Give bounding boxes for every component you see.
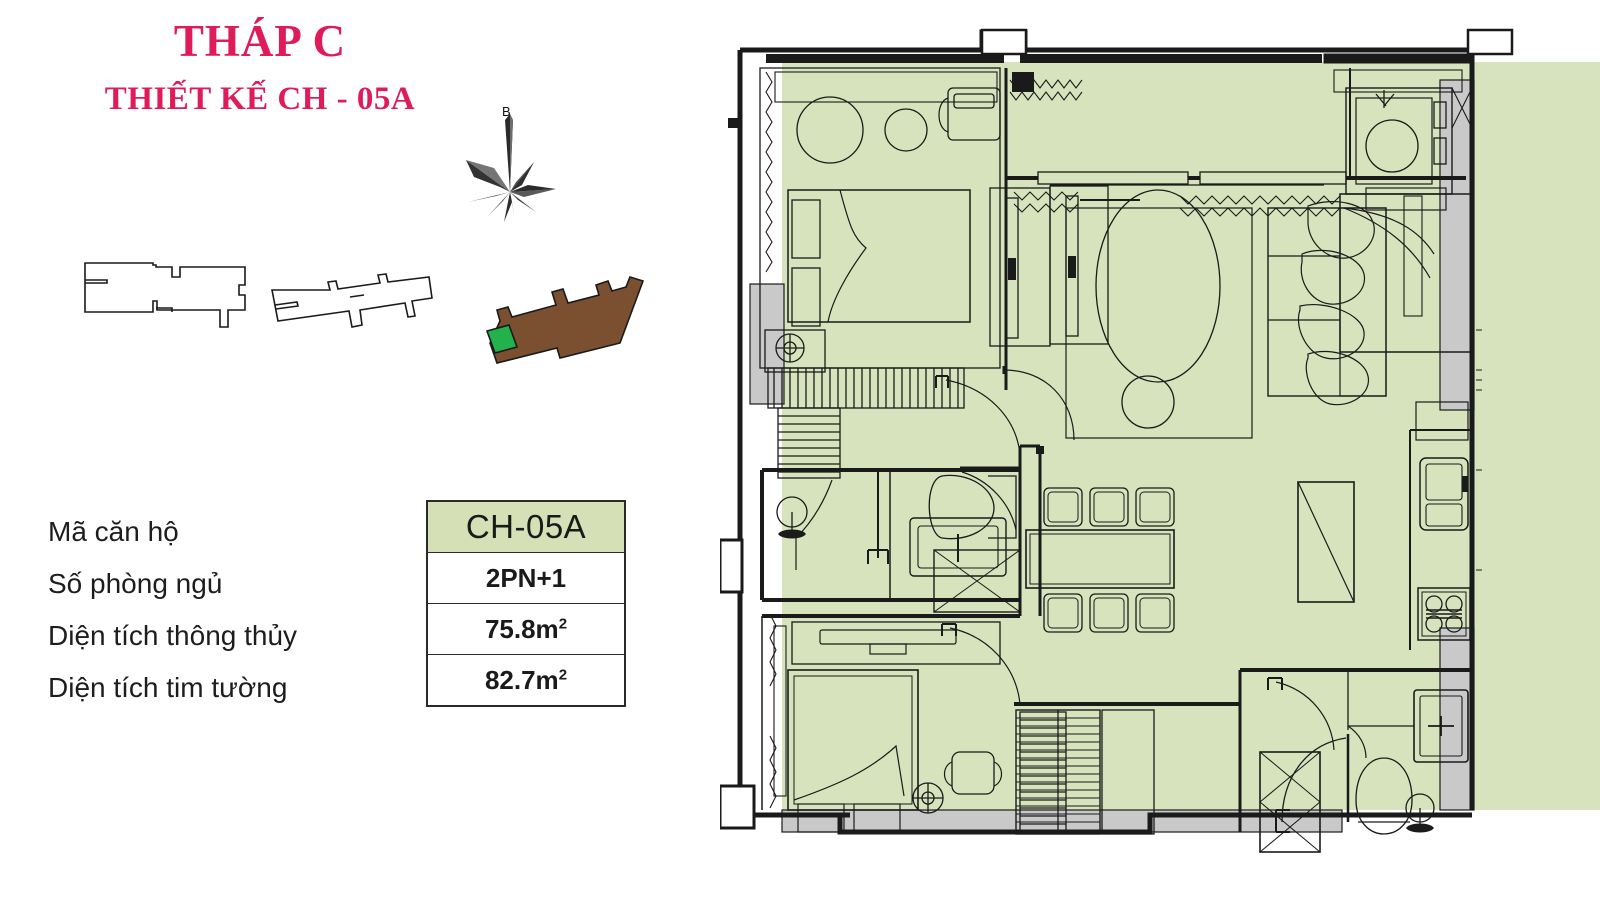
value-net-area-number: 75.8m [484, 613, 559, 644]
window-band-top [728, 53, 1471, 128]
floor-outline-diagram-2 [271, 273, 433, 328]
nightstand-icon [853, 803, 901, 833]
nightstand-icon [791, 267, 821, 327]
sink-icon [1405, 793, 1435, 833]
dining-chair-icon [1135, 487, 1175, 527]
round-decor-icon [884, 108, 928, 152]
balcony-recess [720, 28, 1514, 830]
bed-icon [787, 669, 919, 811]
kitchen [1409, 401, 1472, 650]
dining-table-icon [1025, 529, 1175, 589]
info-label-bedrooms: Số phòng ngủ [48, 568, 223, 599]
compass-north-label: B [502, 104, 511, 119]
bed-icon [1339, 187, 1473, 353]
table-row-gross-area: 82.7m2 [426, 654, 626, 707]
table-row-code: CH-05A [426, 500, 626, 553]
apartment-floor-plan-CH-05A [720, 28, 1600, 853]
building-footprint-highlight-diagram [485, 276, 645, 364]
louvered-panel [777, 407, 841, 479]
value-apartment-code: CH-05A [426, 500, 626, 553]
dining-chair-icon [1089, 593, 1129, 633]
shower-icon [1259, 751, 1321, 853]
living-room [1002, 68, 1466, 441]
design-title: THIẾT KẾ CH - 05A [104, 81, 416, 118]
sink-double-icon [1419, 457, 1469, 531]
louvered-wardrobe-icon [1019, 711, 1067, 833]
dining-area [1025, 446, 1355, 633]
sink-icon [776, 496, 808, 539]
toilet-icon [928, 474, 1017, 540]
apartment-info-table: CH-05A 2PN+1 75.8m2 82.7m2 [426, 500, 626, 707]
info-label-code: Mã căn hộ [48, 516, 179, 547]
nightstand-icon [797, 803, 845, 833]
dining-chair-icon [1043, 487, 1083, 527]
toilet-icon [1355, 757, 1413, 835]
tv-console-icon [791, 621, 1001, 665]
tower-title: THÁP C [173, 16, 347, 66]
bed-icon [787, 189, 971, 323]
louvered-panel [767, 367, 965, 409]
floor-outline-diagram-1 [84, 262, 246, 328]
ceiling-fixture-icon [775, 333, 805, 363]
info-label-gross-area: Diện tích tim tường [48, 672, 288, 703]
kitchen-island-icon [1297, 481, 1355, 603]
value-net-area-unit: 2 [558, 614, 568, 632]
wardrobe-icon [1403, 195, 1423, 317]
compass-rose: B [466, 104, 566, 224]
floor-plan-container [720, 10, 1600, 890]
value-gross-area: 82.7m2 [426, 654, 626, 707]
info-labels: Mã căn hộ Số phòng ngủ Diện tích thông t… [48, 506, 428, 714]
table-row-bedrooms: 2PN+1 [426, 552, 626, 604]
key-plan-diagrams [60, 235, 660, 370]
stove-icon [1417, 587, 1471, 641]
compass-rose-icon [466, 114, 556, 222]
ceiling-fixture-icon [912, 782, 944, 814]
title-block: THÁP C THIẾT KẾ CH - 05A [45, 16, 475, 118]
table-row-net-area: 75.8m2 [426, 603, 626, 655]
bedroom-top-right [1333, 68, 1473, 353]
shower-icon [933, 549, 1021, 613]
value-bedroom-count: 2PN+1 [426, 552, 626, 604]
round-decor-icon [796, 96, 864, 164]
bathroom-bottom-right [1238, 668, 1472, 853]
bedroom-bottom-left [761, 613, 1067, 833]
louvered-closet-icon [1015, 709, 1101, 835]
wall-ticks [1476, 329, 1482, 571]
round-table-icon [1121, 375, 1175, 429]
dining-chair-icon [1135, 593, 1175, 633]
value-gross-area-unit: 2 [558, 665, 568, 683]
dining-chair-icon [1043, 593, 1083, 633]
sofa-icon [1267, 201, 1387, 406]
floor-fill [782, 62, 1600, 810]
armchair-icon [943, 751, 1003, 795]
info-label-net-area: Diện tích thông thủy [48, 620, 298, 651]
armchair-icon [938, 87, 1001, 141]
wardrobe-icon [1049, 185, 1109, 345]
nightstand-icon [791, 199, 821, 259]
value-net-area: 75.8m2 [426, 603, 626, 655]
key-plans-svg [84, 262, 645, 364]
value-gross-area-number: 82.7m [484, 664, 559, 695]
dining-chair-icon [1089, 487, 1129, 527]
info-panel: THÁP C THIẾT KẾ CH - 05A B [0, 0, 720, 902]
